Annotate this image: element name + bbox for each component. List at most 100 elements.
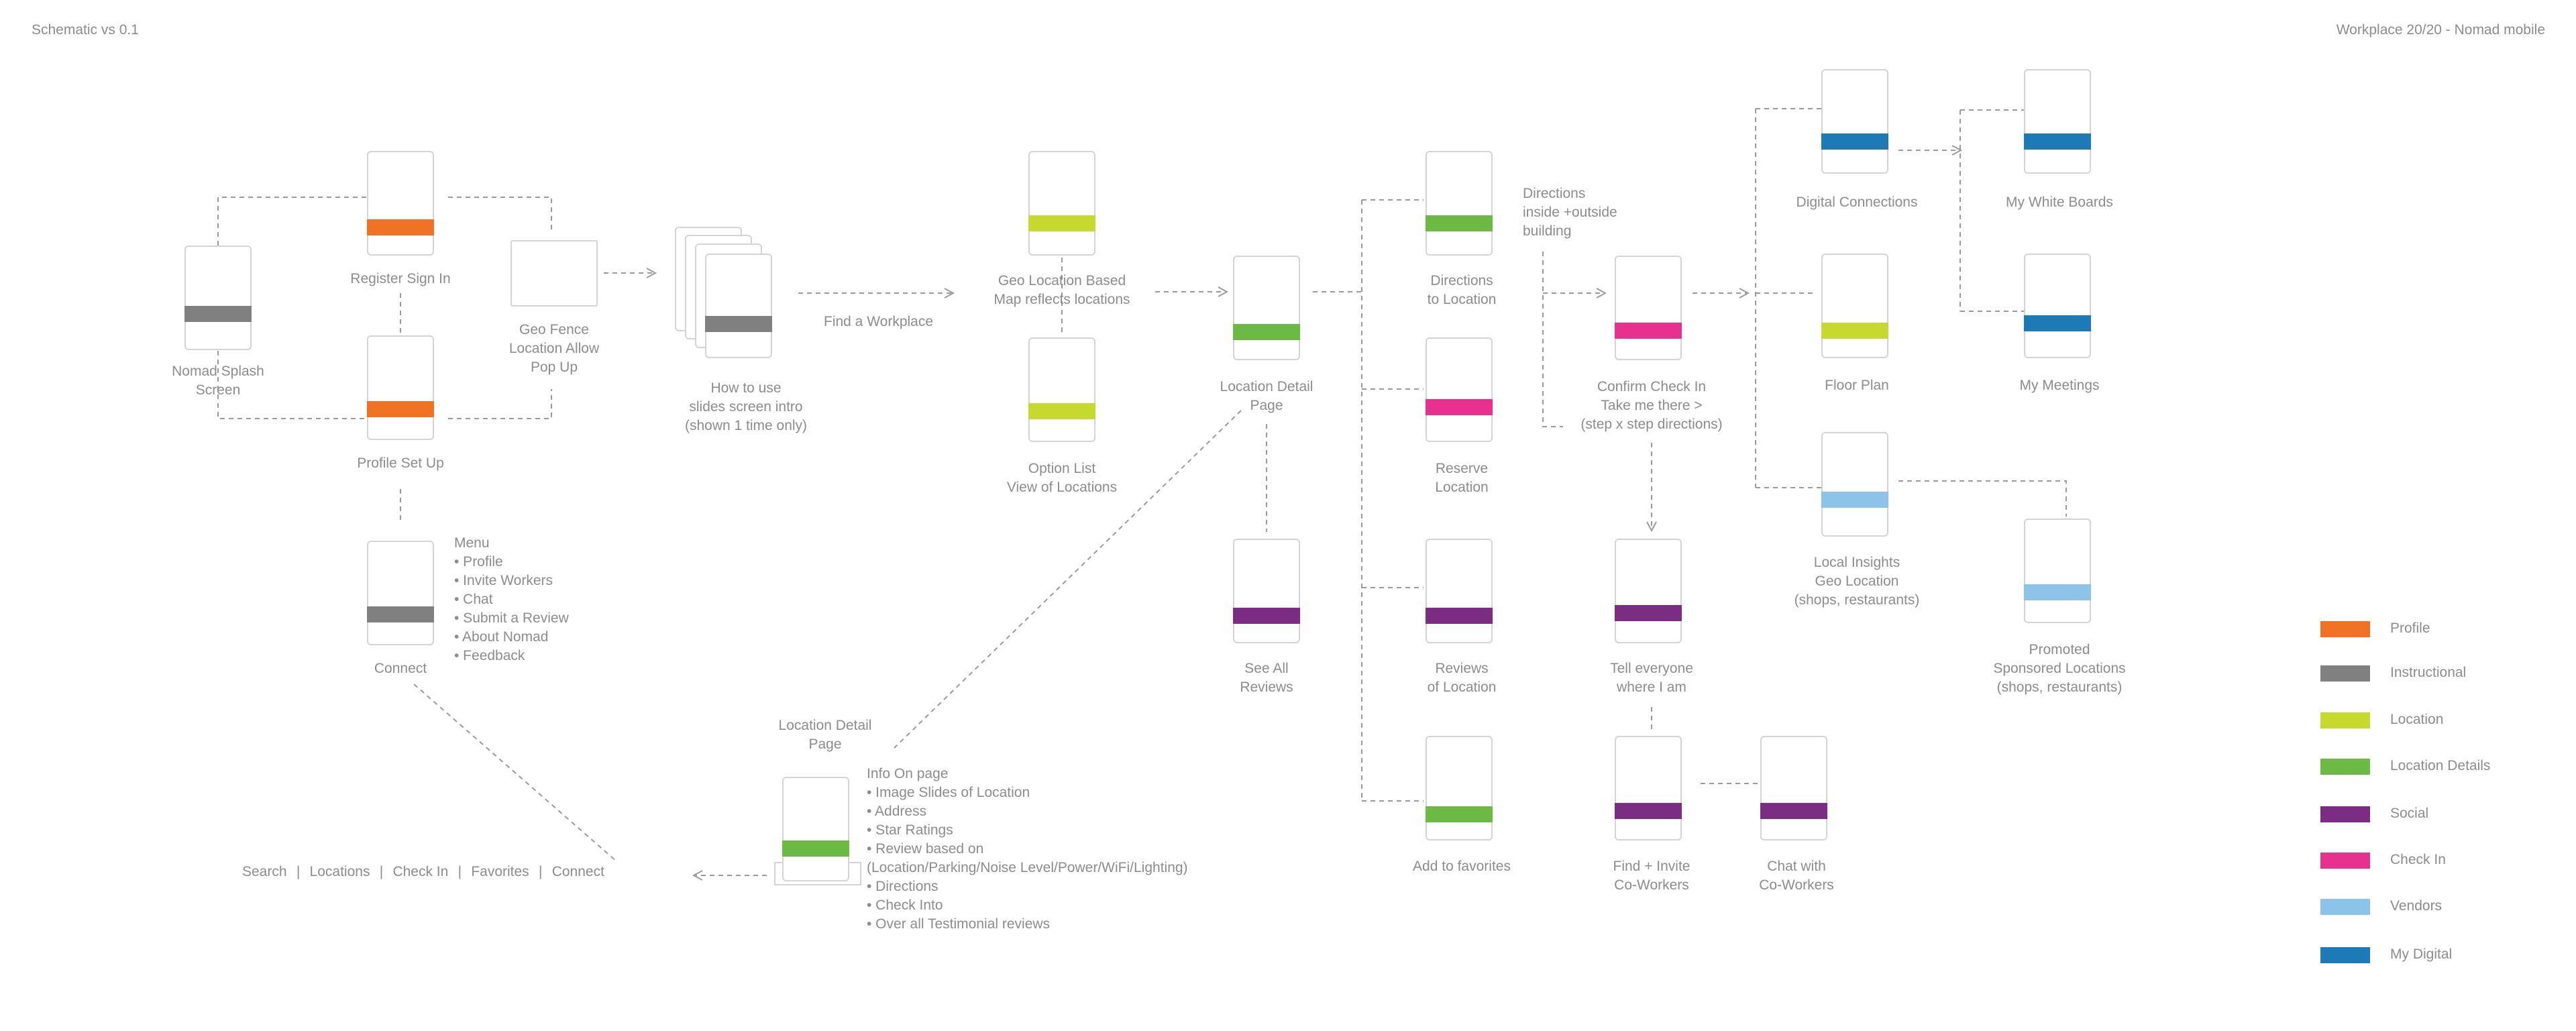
info-item: • Check Into	[867, 898, 943, 913]
nav-check-in[interactable]: Check In	[392, 864, 449, 879]
screen-register	[367, 151, 434, 256]
screen-color-bar	[1028, 215, 1095, 231]
screen-label-meetings: My Meetings	[2019, 378, 2100, 393]
screen-color-bar	[367, 219, 434, 235]
nav-separator: |	[296, 864, 301, 879]
screen-color-bar	[1233, 608, 1300, 624]
nav-separator: |	[379, 864, 384, 879]
legend-swatch	[2320, 712, 2370, 728]
nav-separator: |	[458, 864, 462, 879]
screen-location-detail	[1233, 256, 1300, 360]
legend-swatch	[2320, 853, 2370, 869]
screen-color-bar	[1426, 399, 1493, 415]
nav-connect[interactable]: Connect	[551, 864, 604, 879]
screen-tell-everyone	[1615, 539, 1682, 643]
screen-profile-setup	[367, 335, 434, 440]
screen-color-bar	[1821, 492, 1888, 508]
screen-color-bar	[1821, 133, 1888, 150]
screen-confirm-checkin	[1615, 256, 1682, 360]
screen-label-profile-setup: Profile Set Up	[357, 455, 444, 471]
screen-digital-connections	[1821, 69, 1888, 174]
legend-label: Location Details	[2390, 758, 2491, 773]
screen-color-bar	[1615, 803, 1682, 819]
legend-swatch	[2320, 621, 2370, 637]
menu-item: • Submit a Review	[454, 610, 569, 626]
legend-label: Vendors	[2390, 898, 2443, 914]
screen-label-add-favorites: Add to favorites	[1413, 859, 1511, 874]
screen-connect	[367, 541, 434, 645]
screen-add-favorites	[1426, 736, 1493, 840]
menu-item: • Chat	[454, 592, 493, 607]
info-item: • Image Slides of Location	[867, 785, 1030, 800]
nav-favorites[interactable]: Favorites	[471, 864, 529, 879]
screen-see-all-reviews	[1233, 539, 1300, 643]
menu-item: • Invite Workers	[454, 573, 553, 588]
menu-item: • Feedback	[454, 648, 525, 663]
info-item: • Review based on	[867, 841, 984, 857]
legend-swatch	[2320, 759, 2370, 775]
nav-search[interactable]: Search	[242, 864, 287, 879]
screen-label-floor-plan: Floor Plan	[1825, 378, 1889, 393]
info-on-page-list: Info On page • Image Slides of Location …	[867, 765, 1188, 934]
screen-color-bar	[1233, 324, 1300, 340]
screen-meetings	[2024, 254, 2091, 358]
screen-color-bar	[1615, 605, 1682, 621]
screen-local-insights	[1821, 432, 1888, 537]
legend-label: Location	[2390, 712, 2444, 727]
legend-swatch	[2320, 899, 2370, 915]
geofence-popup	[511, 240, 598, 307]
legend-label: My Digital	[2390, 946, 2453, 962]
screen-reserve	[1426, 337, 1493, 442]
info-item: • Directions	[867, 879, 938, 894]
schematic-title: Schematic vs 0.1	[32, 22, 139, 38]
screen-promoted	[2024, 519, 2091, 623]
legend-swatch	[2320, 806, 2370, 822]
screen-color-bar	[1760, 803, 1827, 819]
screen-color-bar	[1426, 215, 1493, 231]
legend-label: Check In	[2390, 852, 2446, 867]
menu-item: • About Nomad	[454, 629, 549, 645]
screen-chat-coworkers	[1760, 736, 1827, 840]
screen-splash	[184, 246, 252, 350]
menu-title: Menu	[454, 535, 490, 551]
legend-swatch	[2320, 665, 2370, 682]
bottom-nav: Search | Locations | Check In | Favorites | Conn…	[242, 864, 604, 880]
legend-label: Social	[2390, 806, 2429, 821]
screen-geo-location	[1028, 151, 1095, 256]
screen-color-bar	[184, 306, 252, 322]
nav-separator: |	[538, 864, 543, 879]
screen-reviews-of-location	[1426, 539, 1493, 643]
screen-color-bar	[1821, 323, 1888, 339]
screen-location-detail-bottom	[782, 777, 849, 881]
menu-list: Menu • Profile • Invite Workers • Chat •…	[454, 534, 569, 665]
screen-color-bar	[705, 316, 772, 332]
screen-how-to-use	[705, 254, 772, 358]
directions-inside-label: Directions inside +outside building	[1523, 186, 1617, 239]
nav-locations[interactable]: Locations	[309, 864, 370, 879]
screen-floor-plan	[1821, 254, 1888, 358]
info-item: • Star Ratings	[867, 822, 953, 838]
screen-label-connect: Connect	[374, 661, 427, 676]
screen-color-bar	[2024, 133, 2091, 150]
screen-color-bar	[1028, 403, 1095, 419]
info-item: • Over all Testimonial reviews	[867, 916, 1051, 932]
legend-label: Instructional	[2390, 665, 2467, 680]
screen-color-bar	[1426, 608, 1493, 624]
legend-swatch	[2320, 947, 2370, 963]
screen-color-bar	[782, 840, 849, 857]
screen-option-list	[1028, 337, 1095, 442]
screen-directions	[1426, 151, 1493, 256]
